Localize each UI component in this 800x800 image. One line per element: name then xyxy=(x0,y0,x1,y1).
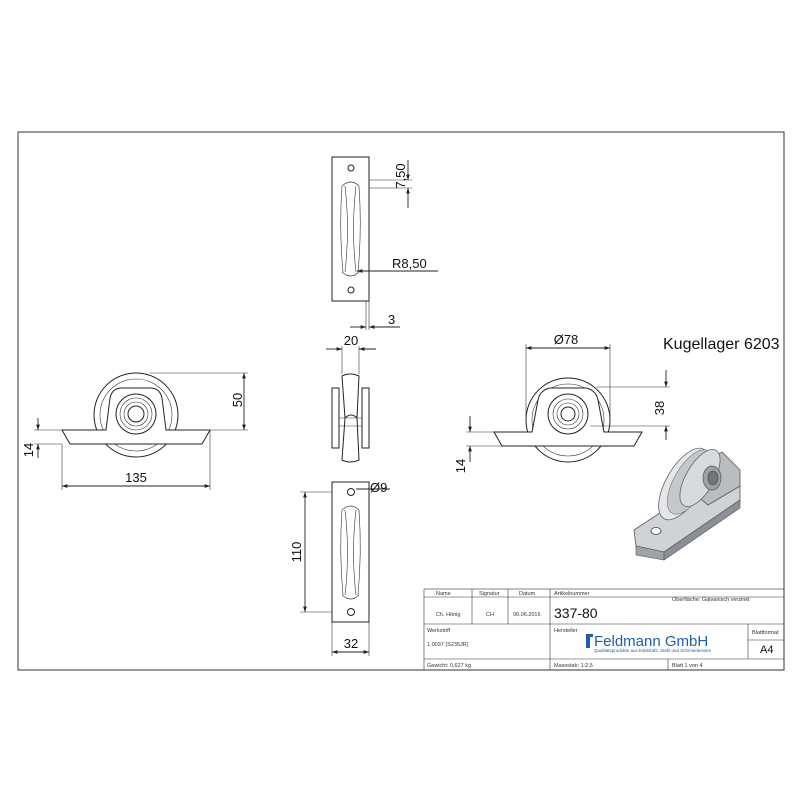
dim-110: 110 xyxy=(289,542,304,563)
tb-sheet-format: A4 xyxy=(760,644,773,656)
logo-icon xyxy=(586,634,593,648)
dim-135: 135 xyxy=(125,470,147,485)
tb-material: 1.0037 (S235JR) xyxy=(427,642,469,648)
tb-scale: Massstab: 1:2,5 xyxy=(554,663,593,669)
top-view: 7,50 R8,50 3 xyxy=(331,156,438,330)
tb-surface: Oberfläche: Galvanisch verzinkt xyxy=(672,597,750,603)
isometric-view xyxy=(633,447,741,561)
dim-20: 20 xyxy=(344,333,358,348)
tb-weight: Gewicht: 0,627 kg xyxy=(427,663,471,669)
tb-article-number: 337-80 xyxy=(554,605,598,621)
bearing-label: Kugellager 6203 xyxy=(663,336,780,353)
dim-9: Ø9 xyxy=(370,480,387,495)
tb-company-sub: Qualitätsprodukte aus Edelstahl, Stahl u… xyxy=(594,648,712,653)
bottom-view: Ø9 110 32 xyxy=(289,480,390,656)
tb-sheet: Blatt 1 von 4 xyxy=(672,663,703,669)
dim-14-left: 14 xyxy=(21,443,36,457)
title-block xyxy=(423,588,785,671)
front-view-left: 50 14 135 xyxy=(21,372,248,490)
tb-signature-header: Signatur xyxy=(479,591,500,597)
front-view-right: Ø78 38 14 xyxy=(453,332,670,473)
drawing-frame xyxy=(17,131,785,671)
tb-author-header: Name xyxy=(436,591,451,597)
tb-signature: CH xyxy=(486,612,494,618)
dim-50: 50 xyxy=(230,393,245,407)
tb-article-header: Artikelnummer xyxy=(554,591,590,597)
tb-date: 06.06.2016 xyxy=(513,612,541,618)
dim-32: 32 xyxy=(344,636,358,651)
tb-date-header: Datum xyxy=(519,591,536,597)
tb-sheet-format-header: Blattformat xyxy=(752,630,779,636)
tb-manufacturer-header: Hersteller xyxy=(554,628,578,634)
tb-company: Feldmann GmbH xyxy=(594,633,708,650)
tb-material-header: Werkstoff xyxy=(427,628,450,634)
side-view: 20 xyxy=(326,333,376,463)
dim-r8-50: R8,50 xyxy=(392,256,427,271)
dim-3: 3 xyxy=(388,312,395,327)
dim-78: Ø78 xyxy=(554,332,579,347)
dim-7-50: 7,50 xyxy=(393,163,408,188)
dim-38: 38 xyxy=(652,401,667,415)
tb-author: Ch. Hönig xyxy=(436,612,460,618)
dim-14-right: 14 xyxy=(453,459,468,473)
